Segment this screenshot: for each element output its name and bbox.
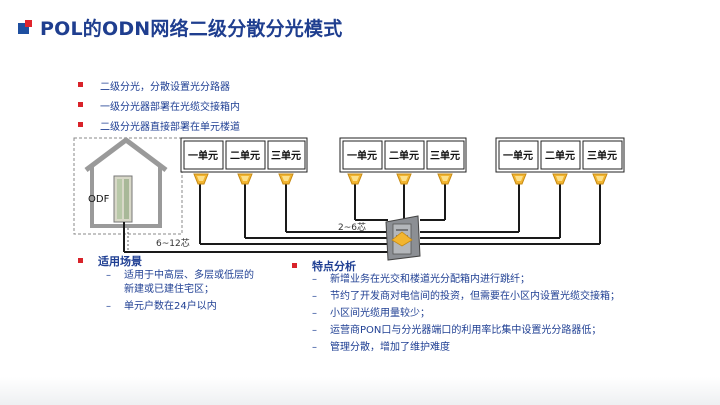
splitter-icon	[592, 173, 608, 185]
unit-label-3: 三单元	[430, 149, 460, 162]
odf-label: ODF	[88, 194, 110, 205]
scenario-item-2: –单元户数在24户以内	[106, 301, 217, 312]
scenario-heading: 适用场景	[78, 253, 142, 269]
footer-band	[0, 377, 720, 405]
unit-label-1: 一单元	[503, 149, 533, 162]
bullet-icon	[78, 122, 83, 127]
unit-label-1: 一单元	[347, 149, 377, 162]
feature-item-3: –小区间光缆用量较少；	[312, 308, 430, 319]
feature-item-1: –新增业务在光交和楼道光分配箱内进行跳纤；	[312, 274, 530, 285]
fiber-count-top-label: 2~6芯	[338, 221, 366, 233]
bullet-icon	[292, 263, 297, 268]
odf-rack-icon	[113, 175, 133, 223]
bullet-icon	[78, 258, 83, 263]
title-logo-icon	[18, 19, 34, 36]
unit-label-2: 二单元	[389, 149, 419, 162]
feature-item-5: –管理分散，增加了维护难度	[312, 342, 450, 353]
top-bullet-1: 二级分光，分散设置光分路器	[78, 78, 230, 93]
bullet-icon	[78, 82, 83, 87]
top-bullet-3: 二级分光器直接部署在单元楼道	[78, 118, 240, 133]
fiber-count-left-label: 6~12芯	[156, 237, 190, 249]
splitter-icon	[193, 173, 209, 185]
splitter-icon	[437, 173, 453, 185]
splitter-icon	[278, 173, 294, 185]
splitter-icon	[347, 173, 363, 185]
unit-label-3: 三单元	[587, 149, 617, 162]
unit-label-2: 二单元	[230, 149, 260, 162]
unit-label-1: 一单元	[188, 149, 218, 162]
unit-group-2: 一单元 二单元 三单元	[339, 137, 467, 173]
scenario-item-1: –适用于中高层、多层或低层的	[106, 270, 254, 281]
feature-item-2: –节约了开发商对电信间的投资，但需要在小区内设置光缆交接箱；	[312, 291, 620, 302]
bullet-icon	[78, 102, 83, 107]
splitter-icon	[396, 173, 412, 185]
feature-item-4: –运营商PON口与分光器端口的利用率比集中设置光分路器低；	[312, 325, 602, 336]
cross-connect-box-icon	[385, 215, 421, 261]
unit-label-2: 二单元	[545, 149, 575, 162]
unit-group-3: 一单元 二单元 三单元	[495, 137, 625, 173]
splitter-icon	[552, 173, 568, 185]
title-bar: POL的ODN网络二级分散分光模式	[18, 14, 342, 41]
unit-group-1: 一单元 二单元 三单元	[180, 137, 308, 173]
scenario-item-1-cont: 新建或已建住宅区；	[124, 284, 214, 295]
splitter-icon	[237, 173, 253, 185]
page-title: POL的ODN网络二级分散分光模式	[40, 18, 343, 40]
unit-label-3: 三单元	[271, 149, 301, 162]
building-icon	[84, 136, 168, 228]
fiber-lines	[123, 180, 601, 253]
splitter-icon	[511, 173, 527, 185]
top-bullet-2: 一级分光器部署在光缆交接箱内	[78, 98, 240, 113]
features-heading: 特点分析	[292, 258, 356, 274]
